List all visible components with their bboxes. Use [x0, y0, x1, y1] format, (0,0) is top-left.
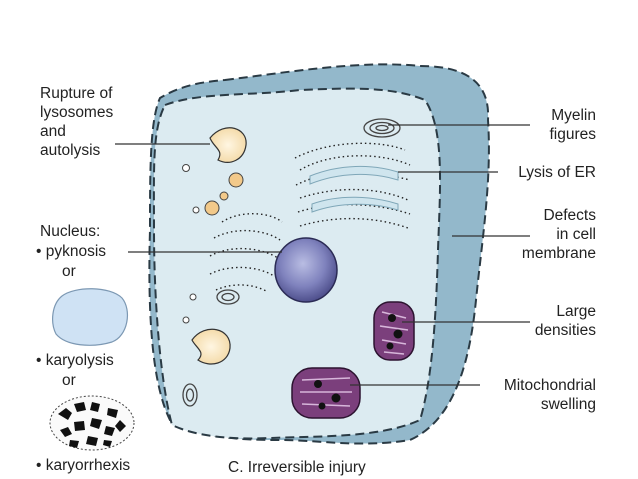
label-large-densities: Large densities: [534, 303, 596, 339]
lysed-er-lower: [209, 213, 283, 293]
label-karyorrhexis: • karyorrhexis: [36, 457, 131, 474]
vesicle: [192, 206, 200, 214]
vesicle: [182, 164, 190, 172]
label-rupture-lysosomes: Rupture of lysosomes and autolysis: [40, 85, 114, 159]
vesicle: [189, 293, 197, 301]
label-pyknosis: • pyknosis: [36, 243, 107, 260]
ruptured-lysosome-bottom: [191, 328, 231, 365]
label-karyolysis: • karyolysis: [36, 352, 114, 369]
er-cisternae-upper: [309, 165, 399, 213]
vesicle: [228, 172, 244, 188]
pyknotic-nucleus: [274, 237, 338, 303]
label-defects-membrane: Defects in cell membrane: [521, 207, 596, 262]
myelin-figure-left: [216, 289, 240, 305]
label-lysis-er: Lysis of ER: [518, 164, 596, 181]
ruptured-lysosome-top: [209, 127, 247, 163]
vesicle: [219, 191, 229, 201]
label-or-1: or: [62, 263, 76, 280]
karyorrhexis-nucleus: [49, 395, 135, 451]
myelin-figure-bottom: [182, 383, 198, 407]
label-myelin-figures: Myelin figures: [549, 107, 596, 143]
vesicle: [204, 200, 220, 216]
label-mitochondrial-swelling: Mitochondrial swelling: [503, 377, 596, 413]
label-nucleus-title: Nucleus:: [40, 223, 101, 240]
leader-lines: [115, 124, 530, 386]
vesicle: [182, 316, 190, 324]
mitochondrion-large-densities: [373, 301, 415, 361]
myelin-figure-top: [363, 118, 401, 138]
karyolysis-nucleus: [52, 288, 129, 346]
caption: C. Irreversible injury: [228, 459, 366, 476]
mitochondrion-swollen: [291, 367, 361, 419]
label-or-2: or: [62, 372, 76, 389]
